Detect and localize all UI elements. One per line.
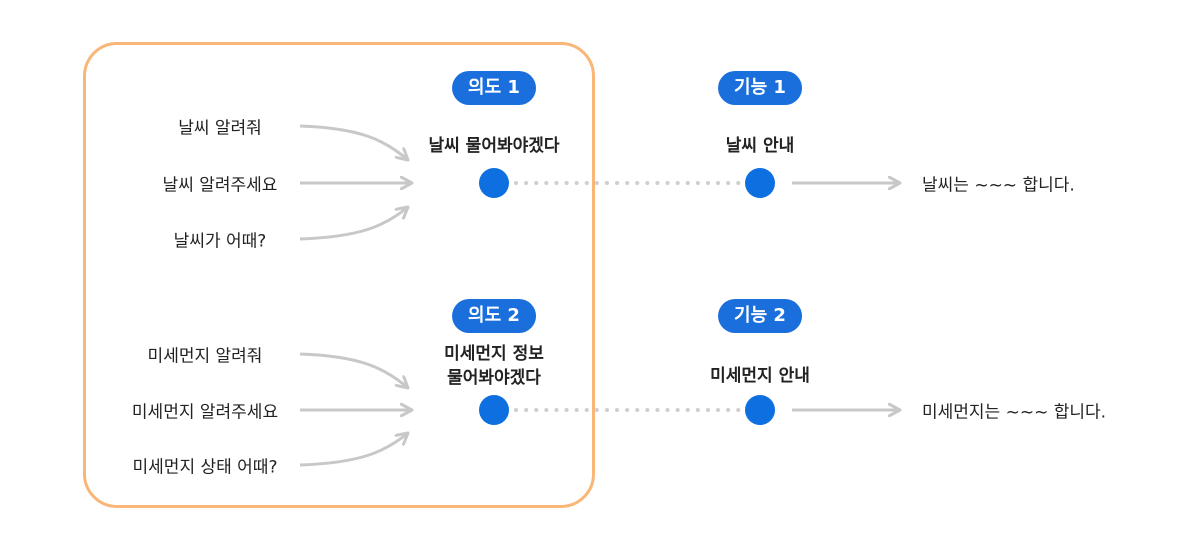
function-2-name: 미세먼지 안내 xyxy=(710,366,810,386)
utterance-arrow xyxy=(299,124,408,160)
utterance: 날씨가 어때? xyxy=(173,231,267,252)
utterance-arrow xyxy=(299,352,408,388)
function-1-badge: 기능 1 xyxy=(718,71,802,105)
intent-group-box xyxy=(83,42,595,508)
function-2-response: 미세먼지는 ~~~ 합니다. xyxy=(922,402,1107,423)
utterance-arrow xyxy=(299,207,408,241)
intent-2-badge: 의도 2 xyxy=(452,299,536,333)
intent-1-node xyxy=(479,168,509,198)
intent-1-badge: 의도 1 xyxy=(452,71,536,105)
function-1-name: 날씨 안내 xyxy=(725,136,795,156)
intent-1-name: 날씨 물어봐야겠다 xyxy=(428,136,560,156)
intent-2-name-line: 물어봐야겠다 xyxy=(447,368,541,388)
function-2-node xyxy=(745,395,775,425)
function-2-badge: 기능 2 xyxy=(718,299,802,333)
utterance: 미세먼지 상태 어때? xyxy=(132,457,278,478)
intent-2-name-line: 미세먼지 정보 xyxy=(444,344,544,364)
utterance: 미세먼지 알려줘 xyxy=(147,346,263,367)
utterance-arrow xyxy=(299,433,408,467)
intent-2-node xyxy=(479,395,509,425)
utterance: 미세먼지 알려주세요 xyxy=(131,402,279,423)
utterance: 날씨 알려줘 xyxy=(178,118,262,139)
function-1-node xyxy=(745,168,775,198)
function-1-response: 날씨는 ~~~ 합니다. xyxy=(922,175,1075,196)
intent-2-name: 미세먼지 정보 물어봐야겠다 xyxy=(444,342,544,390)
utterance: 날씨 알려주세요 xyxy=(162,175,278,196)
